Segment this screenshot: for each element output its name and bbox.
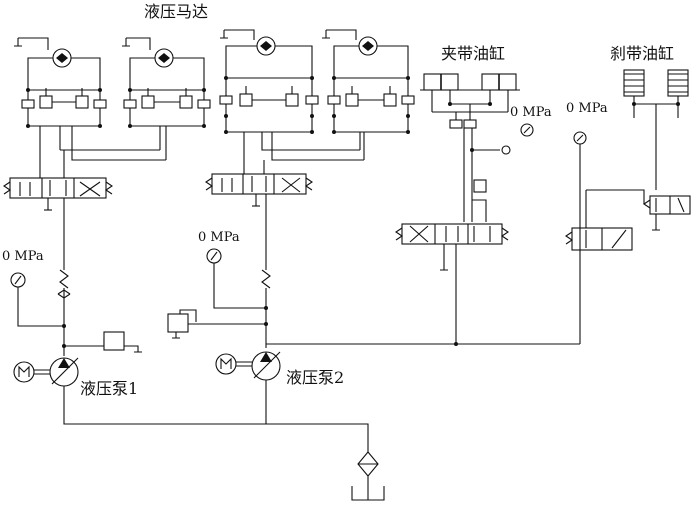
gauge-left-symbol [10,272,64,327]
pump2-line [167,260,580,348]
motors-label: 液压马达 [144,2,209,21]
pump2-label: 液压泵2 [286,368,345,387]
clamp-valve [395,223,509,344]
gauge-clamp-symbol [520,123,534,137]
gauge-brake-reading: 0 MPa [566,101,608,116]
clamp-cylinder-label: 夹带油缸 [441,44,506,63]
gauge-clamp-reading: 0 MPa [510,105,552,120]
directional-valve-2 [205,160,313,260]
brake-valve-upper [643,195,691,231]
gauge-left-reading: 0 MPa [2,249,44,264]
clamp-cylinders [420,73,520,222]
pump1-line [57,246,142,356]
brake-cylinder-label: 刹带油缸 [610,44,675,63]
gauge-mid-reading: 0 MPa [198,230,240,245]
motor-circuit-2 [122,37,211,160]
directional-valve-1 [3,150,113,246]
motor-circuit-1 [14,37,166,168]
brake-cylinders [623,69,689,190]
motor-circuit-4 [322,29,415,160]
motor-circuit-3 [219,29,364,172]
brake-valve-lower [565,189,645,344]
pump1-label: 液压泵1 [80,379,139,398]
gauge-brake-symbol [573,131,587,228]
pump1-symbol [13,357,369,452]
gauge-mid-symbol [206,248,266,309]
filter-and-tank [351,451,385,501]
pump2-symbol [215,351,281,424]
